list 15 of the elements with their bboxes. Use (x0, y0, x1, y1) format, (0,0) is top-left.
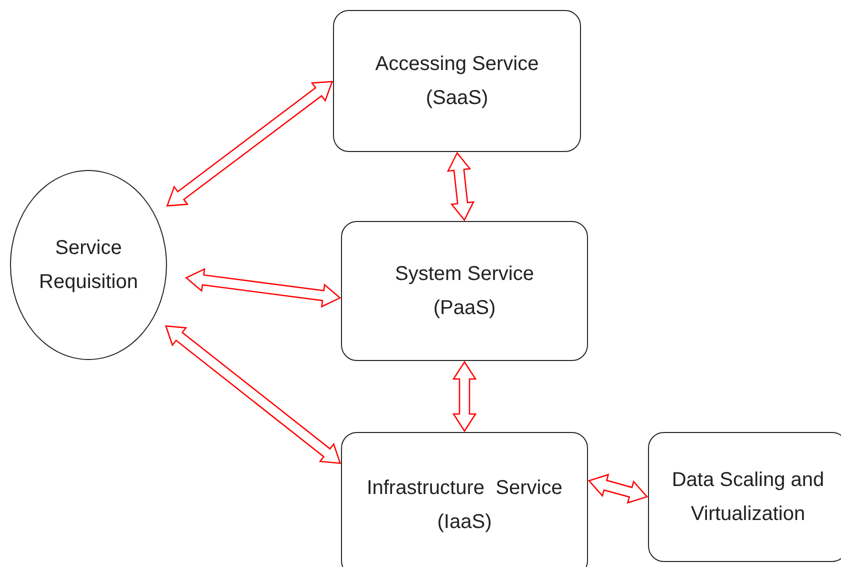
node-label: Accessing Service (SaaS) (374, 52, 540, 111)
double-arrow (185, 268, 342, 308)
double-arrow (166, 80, 334, 207)
process-box (341, 432, 588, 567)
double-arrow (446, 152, 475, 222)
double-arrow (588, 474, 648, 504)
double-arrow (452, 360, 477, 432)
node-label: Service Requisition (38, 236, 139, 295)
node-label: Infrastructure Service (IaaS) (366, 476, 564, 534)
double-arrow (164, 325, 342, 464)
node-label: System Service (PaaS) (394, 262, 535, 321)
node-label: Data Scaling and Virtualization (670, 468, 826, 527)
process-box (333, 10, 581, 152)
process-box (648, 432, 841, 562)
process-box (341, 221, 588, 361)
